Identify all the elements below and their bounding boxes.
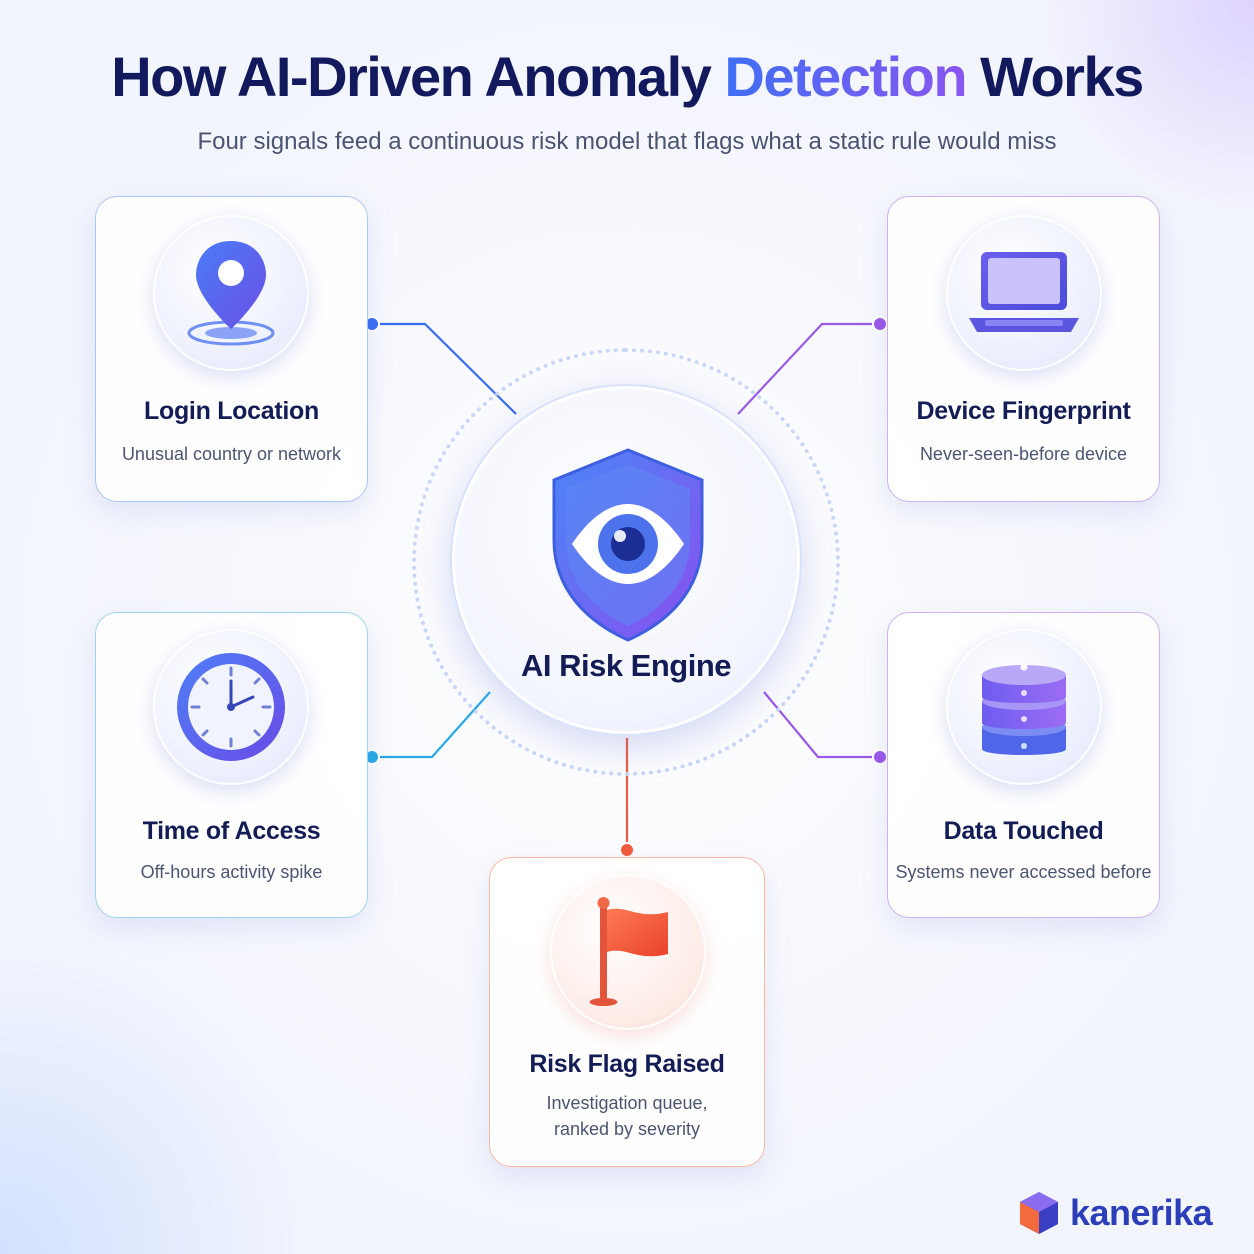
card-title: Risk Flag Raised [529, 1050, 725, 1078]
connector-dot-data-touched [872, 749, 888, 765]
page-subtitle: Four signals feed a continuous risk mode… [197, 128, 1057, 155]
shield-eye-icon [552, 448, 704, 642]
card-title: Login Location [144, 397, 319, 425]
flag-icon [589, 897, 668, 1006]
icon-circle [946, 215, 1102, 371]
ai-risk-engine-node: AI Risk Engine [450, 384, 802, 736]
connector-time-of-access [372, 691, 491, 759]
laptop-icon [969, 252, 1079, 332]
brand-logo: kanerika [1018, 1190, 1228, 1236]
icon-circle [946, 629, 1102, 785]
brand-name: kanerika [1070, 1192, 1213, 1233]
card-description: Unusual country or network [121, 444, 342, 464]
card-description: Never-seen-before device [919, 444, 1128, 464]
card-title: Data Touched [943, 817, 1104, 845]
database-icon [982, 663, 1066, 755]
kanerika-logo-icon [1020, 1192, 1058, 1234]
signal-card-device-fingerprint: Device Fingerprint Never-seen-before dev… [887, 196, 1160, 502]
clock-icon [177, 653, 285, 761]
connector-device-fingerprint [737, 322, 880, 415]
connector-login-location [372, 322, 517, 415]
card-title: Time of Access [142, 817, 321, 845]
signal-card-login-location: Login Location Unusual country or networ… [95, 196, 368, 502]
title-accent: Detection [724, 45, 967, 108]
card-description-line-1: Investigation queue, [546, 1093, 708, 1113]
icon-circle [153, 629, 309, 785]
card-description: Off-hours activity spike [140, 862, 323, 882]
connector-dot-device-fingerprint [872, 316, 888, 332]
icon-circle [550, 874, 706, 1030]
card-description: Systems never accessed before [895, 862, 1152, 882]
signal-card-time-of-access: Time of Access Off-hours activity spike [95, 612, 368, 918]
icon-circle [153, 215, 309, 371]
card-description-line-2: ranked by severity [553, 1119, 701, 1139]
connector-dot-risk-flag [619, 842, 635, 858]
card-title: Device Fingerprint [916, 397, 1131, 425]
page-title: How AI-Driven Anomaly Detection Works [111, 45, 1144, 108]
connector-data-touched [763, 691, 880, 759]
center-label: AI Risk Engine [520, 648, 732, 683]
signal-card-data-touched: Data Touched Systems never accessed befo… [887, 612, 1160, 918]
center-dotted-ring [412, 348, 840, 776]
location-pin-icon [187, 241, 275, 346]
output-card-risk-flag: Risk Flag Raised Investigation queue, ra… [489, 857, 765, 1167]
